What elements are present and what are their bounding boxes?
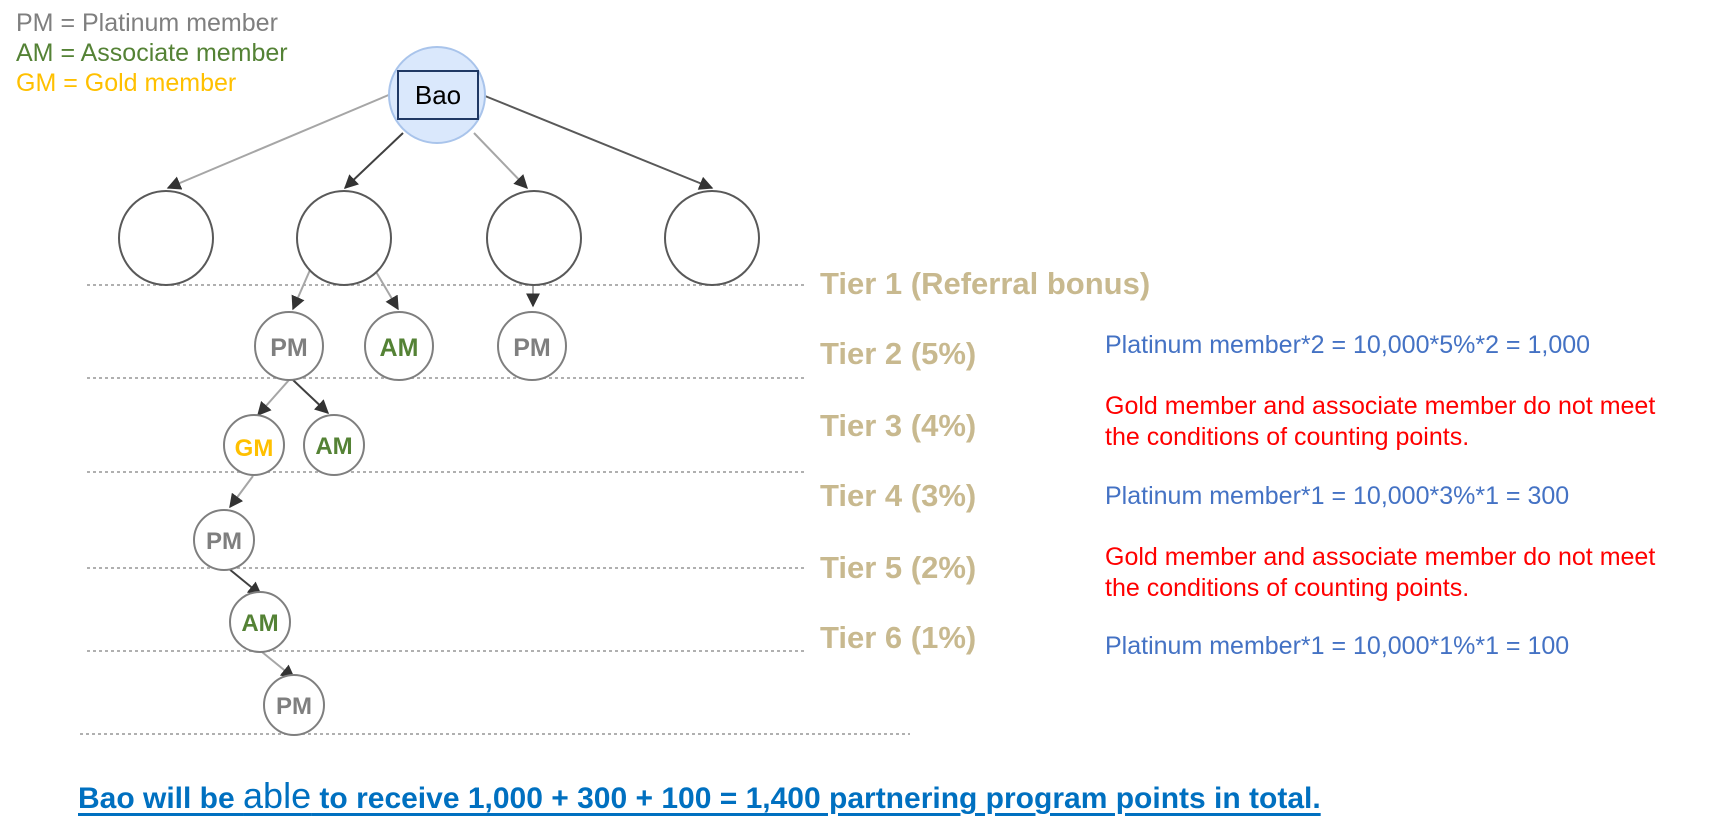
edge-am-to-pm-tier6 <box>261 651 296 679</box>
tree-edges <box>166 93 714 679</box>
tier1-node-3 <box>486 190 582 286</box>
calc-tier-2: Platinum member*2 = 10,000*5%*2 = 1,000 <box>1105 330 1590 361</box>
tier1-nodes <box>118 190 760 286</box>
summary-statement: Bao will be able to receive 1,000 + 300 … <box>78 775 1321 817</box>
tier2-pm-node-2: PM <box>497 311 567 381</box>
calc-tier-5: Gold member and associate member do not … <box>1105 542 1655 604</box>
node-circle <box>364 311 434 381</box>
edge-gm-to-pm <box>229 475 254 509</box>
node-label: AM <box>380 334 419 362</box>
calc-line: Gold member and associate member do not … <box>1105 392 1656 420</box>
legend-platinum: PM = Platinum member <box>16 9 278 37</box>
node-circle <box>263 674 325 736</box>
tier-4-label: Tier 4 (3%) <box>820 478 977 513</box>
calc-line: Gold member and associate member do not … <box>1105 543 1656 571</box>
calc-tier-4: Platinum member*1 = 10,000*3%*1 = 300 <box>1105 481 1569 512</box>
node-label: PM <box>276 693 312 720</box>
tier2-pm-node-1: PM <box>254 311 324 381</box>
node-circle <box>223 414 285 476</box>
tier1-node-1 <box>118 190 214 286</box>
summary-before: Bao will be <box>78 782 244 815</box>
root-label: Bao <box>415 80 461 110</box>
root-box <box>397 70 479 120</box>
tier2-am-node: AM <box>364 311 434 381</box>
legend-gold: GM = Gold member <box>16 69 237 97</box>
edge-root-to-tier1-d <box>484 95 714 190</box>
tier5-am-node: AM <box>229 591 291 653</box>
summary-after: to receive 1,000 + 300 + 100 = 1,400 par… <box>311 782 1321 815</box>
node-circle <box>193 509 255 571</box>
tier-6-label: Tier 6 (1%) <box>820 620 977 655</box>
node-circle <box>254 311 324 381</box>
edge-pm-to-gm <box>257 379 290 417</box>
node-label: AM <box>315 433 352 460</box>
calc-tier-6: Platinum member*1 = 10,000*1%*1 = 100 <box>1105 631 1569 662</box>
tier-1-label: Tier 1 (Referral bonus) <box>820 266 1151 301</box>
calc-line: Platinum member*2 = 10,000*5%*2 = 1,000 <box>1105 331 1591 359</box>
edge-tier1b-to-am <box>374 269 399 311</box>
tier-dividers <box>80 284 910 735</box>
node-label: PM <box>206 528 242 555</box>
legend-associate: AM = Associate member <box>16 39 288 67</box>
node-circle <box>497 311 567 381</box>
root-node: Bao <box>388 46 486 144</box>
node-circle <box>229 591 291 653</box>
node-label: PM <box>270 334 308 362</box>
edge-root-to-tier1-b <box>343 132 404 189</box>
tier-5-label: Tier 5 (2%) <box>820 550 977 585</box>
tier3-gm-node: GM <box>223 414 285 476</box>
calc-tier-3: Gold member and associate member do not … <box>1105 391 1655 453</box>
tier6-pm-node: PM <box>263 674 325 736</box>
node-label: PM <box>513 334 551 362</box>
calc-line: the conditions of counting points. <box>1105 423 1470 451</box>
node-label: GM <box>235 435 274 462</box>
calc-line: Platinum member*1 = 10,000*1%*1 = 100 <box>1105 632 1570 660</box>
node-label: AM <box>241 610 278 637</box>
edge-root-to-tier1-a <box>166 93 392 190</box>
member-nodes: PM AM PM GM AM PM AM PM <box>193 311 567 736</box>
tier-3-label: Tier 3 (4%) <box>820 408 977 443</box>
edge-root-to-tier1-c <box>473 132 528 190</box>
tier4-pm-node: PM <box>193 509 255 571</box>
tier1-node-4 <box>664 190 760 286</box>
tier-2-label: Tier 2 (5%) <box>820 336 977 371</box>
node-circle <box>303 414 365 476</box>
summary-able: able <box>243 775 312 816</box>
tier3-am-node: AM <box>303 414 365 476</box>
edge-tier1b-to-pm <box>291 269 311 311</box>
calc-line: the conditions of counting points. <box>1105 574 1470 602</box>
calc-line: Platinum member*1 = 10,000*3%*1 = 300 <box>1105 482 1570 510</box>
tier1-node-2 <box>296 190 392 286</box>
edge-pm-to-am <box>292 379 330 414</box>
